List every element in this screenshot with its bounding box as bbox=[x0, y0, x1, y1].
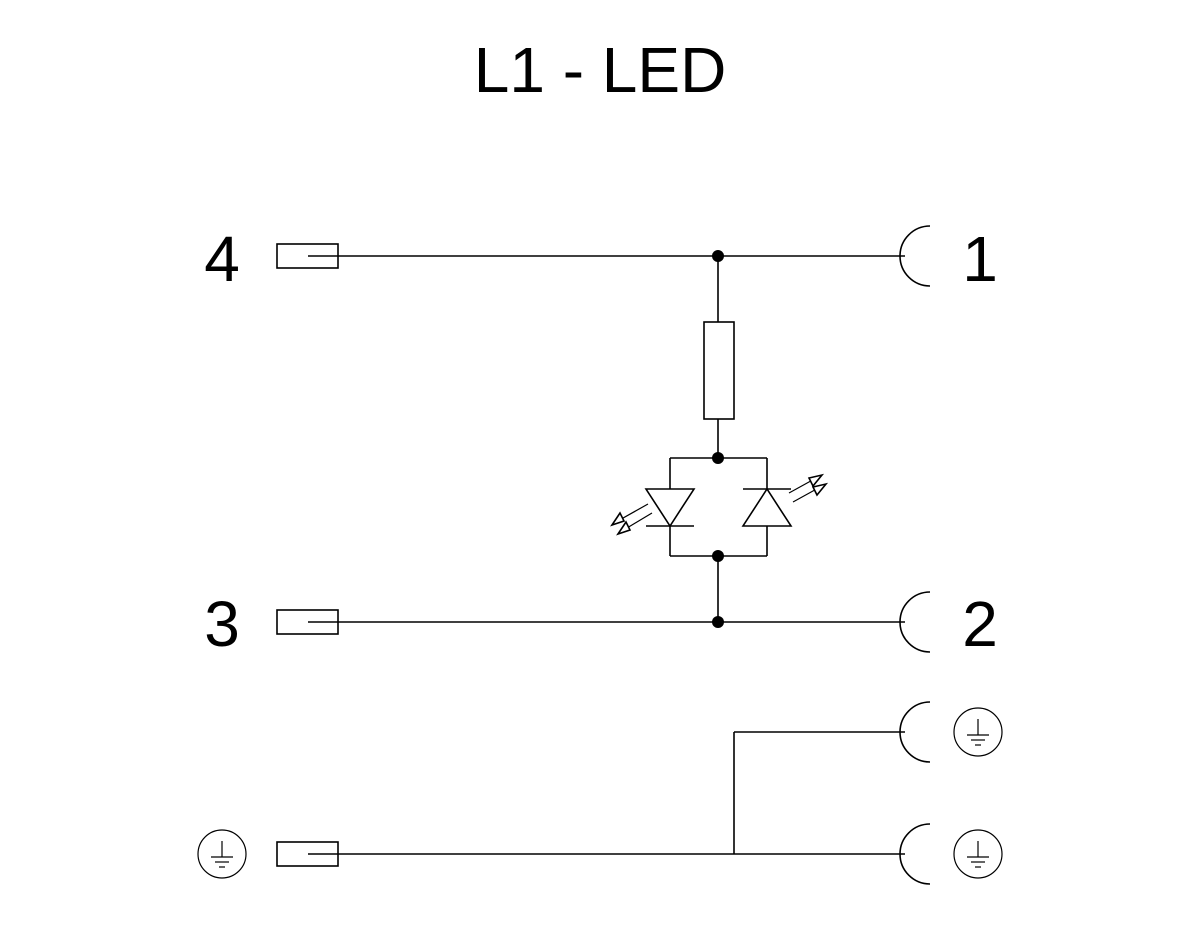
light-emission-arrows-icon bbox=[610, 503, 653, 536]
light-emission-arrows-icon bbox=[788, 473, 829, 503]
led-block bbox=[610, 457, 829, 622]
protective-earth-icon bbox=[953, 707, 1003, 757]
led-icon bbox=[610, 488, 696, 536]
resistor-branch bbox=[703, 256, 735, 464]
led-icon bbox=[741, 473, 829, 527]
protective-earth-icon bbox=[953, 829, 1003, 879]
pin-label-3: 3 bbox=[204, 588, 240, 660]
protective-earth-icon bbox=[197, 829, 247, 879]
pin-label-1: 1 bbox=[962, 223, 998, 295]
junction-dot bbox=[712, 616, 724, 628]
wire-middle bbox=[276, 591, 931, 653]
resistor-icon bbox=[703, 321, 735, 420]
pin-label-2: 2 bbox=[962, 588, 998, 660]
wire-top bbox=[276, 225, 931, 287]
diagram-title: L1 - LED bbox=[474, 34, 727, 106]
pin-label-4: 4 bbox=[204, 223, 240, 295]
wire-earth bbox=[276, 701, 931, 885]
